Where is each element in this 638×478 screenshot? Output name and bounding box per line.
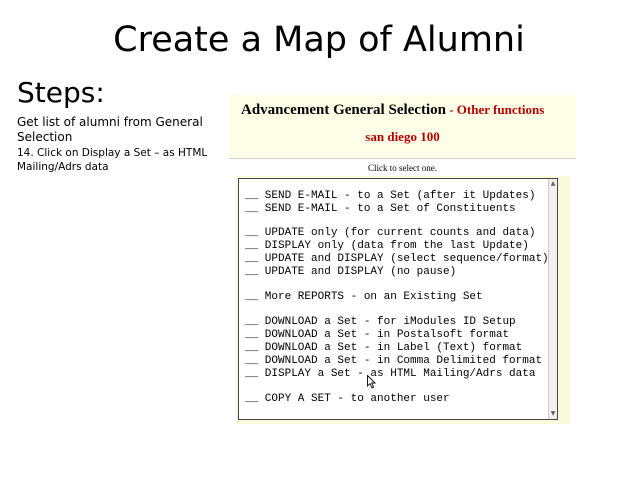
list-option-send-email-set[interactable]: __ SEND E-MAIL - to a Set (after it Upda… [245, 190, 536, 202]
scroll-up-arrow-icon[interactable]: ▲ [550, 180, 556, 187]
step-text-line: Mailing/Adrs data [17, 161, 109, 173]
list-option-update-display-nopause[interactable]: __ UPDATE and DISPLAY (no pause) [245, 266, 457, 278]
step-text-line: 14. Click on Display a Set – as HTML [17, 147, 208, 159]
function-listbox[interactable]: __ SEND E-MAIL - to a Set (after it Upda… [238, 178, 558, 420]
list-option-more-reports[interactable]: __ More REPORTS - on an Existing Set [245, 291, 483, 303]
other-functions-link[interactable]: - Other functions [445, 102, 545, 117]
step-text-line: Selection [17, 130, 73, 144]
scroll-down-arrow-icon[interactable]: ▼ [550, 410, 556, 417]
list-option-update-display-select[interactable]: __ UPDATE and DISPLAY (select sequence/f… [245, 253, 549, 265]
click-hint: Click to select one. [368, 163, 437, 173]
selection-header-panel: Advancement General Selection - Other fu… [229, 95, 576, 159]
step-text-line: Get list of alumni from General [17, 115, 203, 129]
list-option-update-only[interactable]: __ UPDATE only (for current counts and d… [245, 227, 536, 239]
list-option-download-imodules[interactable]: __ DOWNLOAD a Set - for iModules ID Setu… [245, 316, 516, 328]
panel-heading-main: Advancement General Selection [241, 102, 446, 118]
list-option-copy-set[interactable]: __ COPY A SET - to another user [245, 393, 450, 405]
arrow-cursor-icon [367, 375, 377, 389]
list-option-download-label[interactable]: __ DOWNLOAD a Set - in Label (Text) form… [245, 342, 523, 354]
panel-subtitle: san diego 100 [365, 129, 440, 144]
listbox-frame: __ SEND E-MAIL - to a Set (after it Upda… [236, 176, 570, 424]
panel-heading: Advancement General Selection - Other fu… [241, 101, 544, 119]
list-option-download-postalsoft[interactable]: __ DOWNLOAD a Set - in Postalsoft format [245, 329, 510, 341]
list-option-send-email-constituents[interactable]: __ SEND E-MAIL - to a Set of Constituent… [245, 203, 516, 215]
list-option-display-html[interactable]: __ DISPLAY a Set - as HTML Mailing/Adrs … [245, 368, 536, 380]
slide-title: Create a Map of Alumni [113, 20, 525, 60]
listbox-scrollbar[interactable]: ▲ ▼ [548, 179, 557, 419]
steps-heading: Steps: [17, 76, 105, 109]
list-option-download-comma[interactable]: __ DOWNLOAD a Set - in Comma Delimited f… [245, 355, 543, 367]
list-option-display-only[interactable]: __ DISPLAY only (data from the last Upda… [245, 240, 529, 252]
